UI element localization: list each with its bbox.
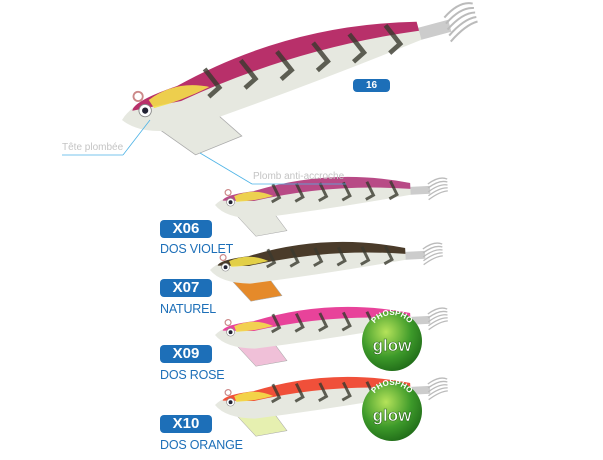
- lure-x10: [215, 376, 448, 437]
- stripe: [202, 67, 223, 99]
- line-eyelet: [132, 90, 144, 102]
- stripe: [336, 246, 347, 267]
- lure-x07: [210, 241, 443, 302]
- size-badge: 16: [353, 79, 390, 92]
- lure-x06: [215, 176, 448, 237]
- lure-body: [215, 177, 411, 219]
- line-eyelet: [224, 189, 232, 197]
- lure-body: [122, 21, 422, 132]
- jig-hook-icon: [427, 377, 448, 385]
- jig-hook-icon: [428, 320, 448, 331]
- stripe: [341, 181, 352, 202]
- stripe: [383, 23, 404, 55]
- stripe: [289, 248, 300, 268]
- jig-hook-icon: [450, 20, 478, 43]
- feather: [234, 191, 274, 202]
- callout-head-label: Tête plombée: [62, 142, 124, 153]
- jig-hook-icon: [423, 255, 443, 266]
- jig-hook-icon: [428, 317, 448, 327]
- jig-hook-icon: [427, 380, 448, 389]
- glow-badge-circle: [362, 311, 422, 371]
- jig-hook-icon: [445, 7, 475, 25]
- line-eyelet: [219, 254, 227, 262]
- stripe: [294, 383, 305, 403]
- jig-hook-icon: [427, 177, 448, 185]
- stripe: [341, 381, 352, 402]
- stripe: [238, 58, 259, 90]
- stripe: [271, 383, 282, 404]
- stripe: [311, 41, 331, 73]
- stripe: [388, 180, 399, 201]
- stripe: [341, 311, 352, 332]
- jig-hook-icon: [422, 242, 443, 250]
- jig-hook-icon: [443, 2, 473, 19]
- variant-code-x07: X07: [160, 279, 212, 297]
- lure-body: [215, 377, 411, 419]
- jig-hook-icon: [448, 16, 477, 37]
- jig-hook-icon: [427, 314, 448, 323]
- jig-hook-icon: [427, 307, 448, 315]
- stripe: [313, 247, 324, 268]
- lure-body: [215, 307, 411, 349]
- pupil: [142, 107, 149, 114]
- line-eyelet: [224, 389, 232, 397]
- lure-body: [210, 242, 406, 284]
- feather: [234, 321, 274, 332]
- jig-hook-icon: [427, 310, 448, 319]
- stripe: [318, 382, 329, 403]
- jig-hook-icon: [428, 387, 448, 397]
- glow-badge-main-text: glow: [373, 406, 412, 425]
- variant-name-x09: DOS ROSE: [160, 368, 225, 382]
- stripe: [318, 312, 329, 333]
- line-eyelet: [224, 319, 232, 327]
- jig-hook-icon: [422, 245, 443, 254]
- jig-hook-icon: [422, 249, 443, 258]
- pupil: [228, 400, 233, 405]
- variant-name-x06: DOS VIOLET: [160, 242, 234, 256]
- variant-code-x09: X09: [160, 345, 212, 363]
- pupil: [228, 200, 233, 205]
- jig-hook-icon: [427, 184, 448, 193]
- stripe: [271, 183, 282, 204]
- stripe: [365, 181, 376, 201]
- feather: [229, 256, 269, 267]
- stripe: [266, 248, 277, 269]
- stripe: [360, 246, 371, 266]
- jig-hook-icon: [427, 180, 448, 189]
- variant-name-x07: NATUREL: [160, 302, 217, 316]
- variant-name-x10: DOS ORANGE: [160, 438, 243, 452]
- variant-code-x06: X06: [160, 220, 212, 238]
- jig-hook-icon: [428, 187, 448, 197]
- variant-code-x10: X10: [160, 415, 212, 433]
- jig-hook-icon: [423, 252, 443, 262]
- pupil: [228, 330, 233, 335]
- callout-line-weight: [199, 152, 253, 185]
- stripe: [294, 313, 305, 333]
- stripe: [275, 50, 295, 82]
- glow-badge-circle: [362, 381, 422, 441]
- jig-hook-icon: [428, 190, 448, 201]
- main-lure: [122, 2, 478, 156]
- feather: [148, 85, 210, 109]
- stripe: [318, 182, 329, 203]
- jig-hook-icon: [446, 11, 476, 31]
- stripe: [347, 32, 368, 64]
- feather: [234, 391, 274, 402]
- pupil: [223, 265, 228, 270]
- jig-hook-icon: [427, 384, 448, 393]
- callout-line-head-diag: [122, 119, 151, 156]
- stripe: [294, 183, 305, 203]
- jig-hook-icon: [428, 390, 448, 401]
- stripe: [271, 313, 282, 334]
- stripe: [383, 245, 394, 266]
- glow-badge-main-text: glow: [373, 336, 412, 355]
- callout-weight-label: Plomb anti-accroche: [253, 171, 345, 182]
